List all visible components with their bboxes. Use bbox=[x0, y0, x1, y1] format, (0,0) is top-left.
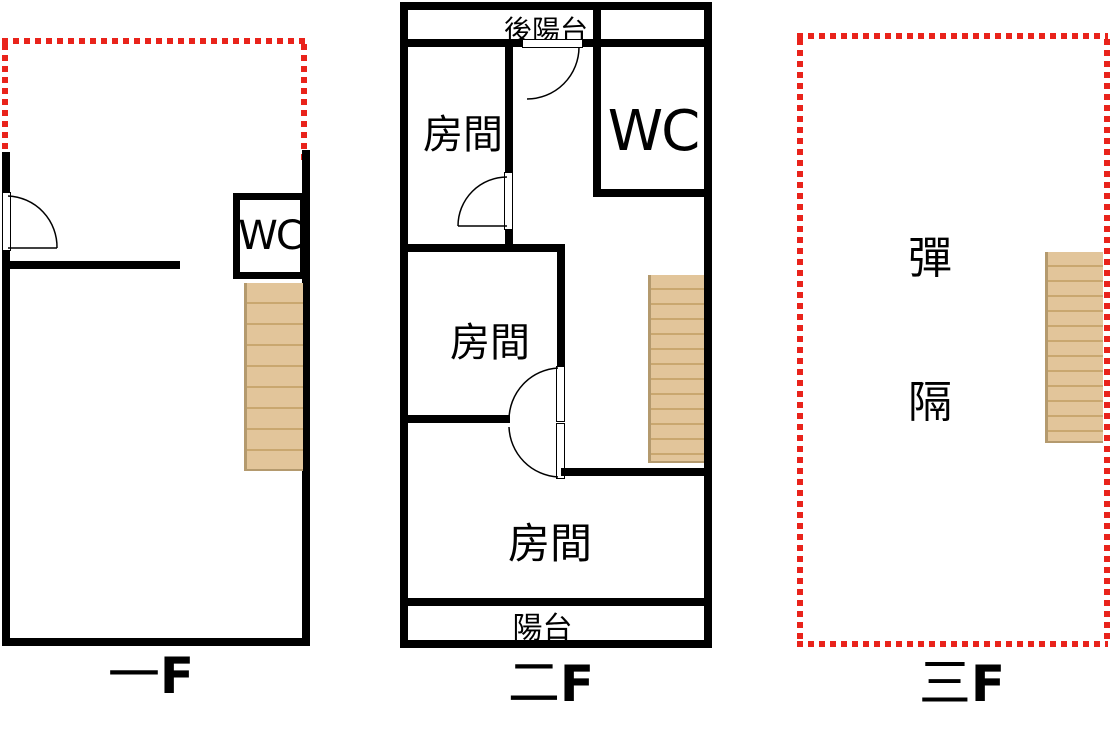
f1-entry-door-swing bbox=[7, 195, 58, 249]
f2-room2-top-wall bbox=[400, 244, 565, 252]
f2-stairs bbox=[648, 275, 704, 463]
f2-wall-top bbox=[400, 2, 712, 10]
f2-wc-bottom-wall bbox=[593, 189, 712, 197]
f2-wc-label: WC bbox=[607, 99, 700, 164]
f2-room3-top-wall bbox=[561, 468, 712, 476]
f1-floor-label-cn: 一 bbox=[107, 646, 160, 706]
f2-wall-left bbox=[400, 2, 408, 648]
f1-wall-interior bbox=[6, 261, 180, 269]
f2-balcony-door-swing bbox=[526, 46, 580, 100]
f2-floor-label-f: F bbox=[559, 655, 595, 713]
f2-floor-label: 二F bbox=[491, 658, 611, 710]
f2-corridor-door-upper-swing bbox=[508, 367, 559, 421]
f2-room2-label: 房間 bbox=[450, 320, 530, 366]
f1-wall-left bbox=[2, 152, 10, 646]
f1-wc-label: WC bbox=[238, 213, 303, 259]
f2-room2-right-wall bbox=[557, 244, 565, 367]
f3-floor-label-f: F bbox=[970, 655, 1006, 713]
f1-dashed-outline-top bbox=[2, 38, 307, 44]
f1-wall-right bbox=[302, 150, 310, 646]
f2-balcony-wall-left-seg bbox=[408, 39, 523, 47]
f1-wall-bottom bbox=[2, 638, 310, 646]
f1-floor-label-f: F bbox=[159, 647, 195, 705]
f2-corridor-door-lower-swing bbox=[508, 426, 559, 478]
f2-corridor-door-upper-leaf bbox=[556, 366, 565, 422]
f3-stairs bbox=[1045, 252, 1103, 443]
f2-room3-label: 房間 bbox=[507, 519, 592, 568]
f1-dashed-outline-left bbox=[2, 44, 8, 154]
f2-floor-label-cn: 二 bbox=[507, 654, 560, 714]
f2-corridor-door-lower-leaf bbox=[556, 423, 565, 479]
f2-wc-left-wall bbox=[593, 10, 601, 197]
f1-entry-door-leaf bbox=[2, 192, 11, 251]
f3-dashed-outline-right bbox=[1104, 39, 1110, 641]
f2-room2-bottom-wall bbox=[400, 415, 510, 423]
f2-balcony-bottom-wall bbox=[400, 598, 712, 606]
f2-room1-label: 房間 bbox=[423, 112, 503, 158]
f3-floor-label-cn: 三 bbox=[918, 654, 971, 714]
f3-dashed-outline-bottom bbox=[797, 641, 1108, 647]
f3-dashed-outline-top bbox=[797, 33, 1108, 39]
f3-dashed-outline-left bbox=[797, 39, 803, 641]
f2-wall-bottom bbox=[400, 640, 712, 648]
f1-stairs bbox=[244, 283, 303, 471]
f3-floor-label: 三F bbox=[902, 658, 1022, 710]
f1-dashed-outline-right bbox=[301, 44, 307, 160]
f1-floor-label: 一F bbox=[91, 650, 211, 702]
f2-room1-right-wall bbox=[505, 39, 513, 174]
f3-note-char-2: 隔 bbox=[908, 377, 952, 428]
f2-room1-wall-stub bbox=[505, 228, 513, 252]
f2-room1-door-leaf bbox=[504, 172, 513, 230]
f3-note-char-1: 彈 bbox=[908, 233, 952, 284]
f2-balcony-label: 陽台 bbox=[512, 611, 573, 646]
f2-balcony-door-threshold bbox=[522, 39, 583, 48]
f2-wall-right bbox=[704, 2, 712, 648]
f1-wc-room: WC bbox=[233, 193, 307, 279]
f2-balcony-wall-right-seg bbox=[583, 39, 704, 47]
f2-room1-door-swing bbox=[457, 176, 508, 227]
